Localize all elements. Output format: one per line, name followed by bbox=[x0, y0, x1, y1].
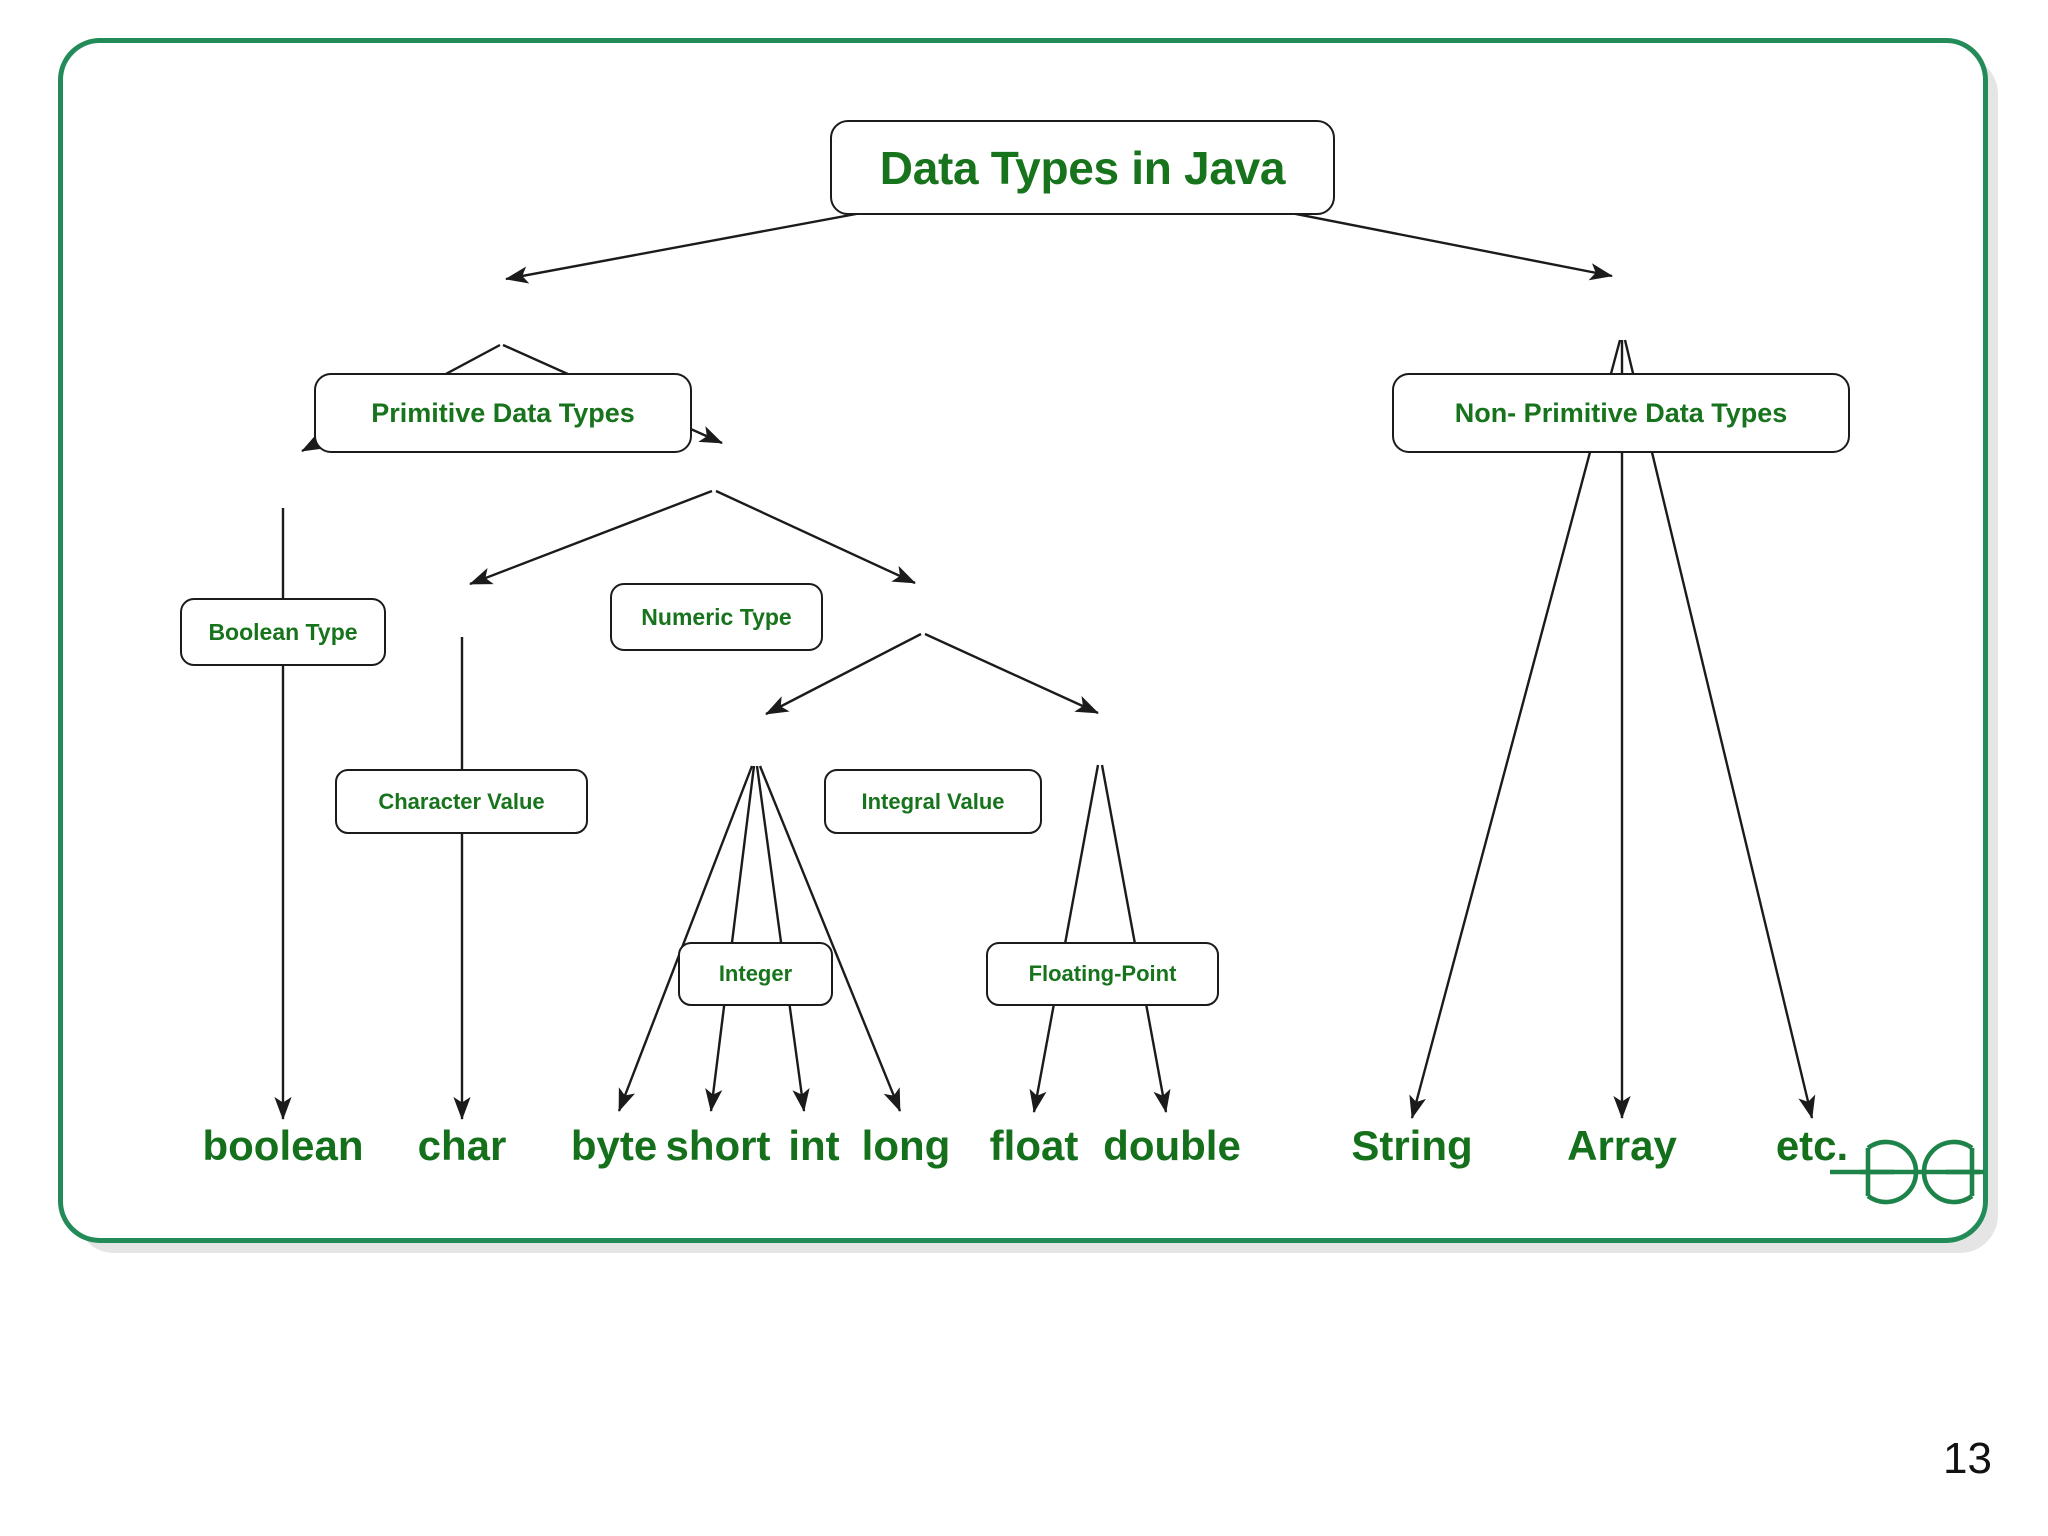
node-numeric-type[interactable]: Numeric Type bbox=[610, 583, 823, 651]
node-integral-value[interactable]: Integral Value bbox=[824, 769, 1042, 834]
node-label: Primitive Data Types bbox=[371, 397, 635, 428]
node-label: Boolean Type bbox=[208, 618, 358, 645]
node-character-value[interactable]: Character Value bbox=[335, 769, 588, 834]
edge-numeric-integral bbox=[715, 489, 916, 585]
edge-nonprimitive-etc bbox=[1623, 339, 1816, 1119]
node-label: Data Types in Java bbox=[879, 141, 1286, 194]
leaf-float: float bbox=[989, 1122, 1079, 1169]
node-non-primitive-data-types[interactable]: Non- Primitive Data Types bbox=[1392, 373, 1850, 453]
edge-integral-integer bbox=[765, 632, 922, 716]
edge-integer-short bbox=[705, 765, 756, 1112]
leaf-boolean: boolean bbox=[202, 1122, 364, 1169]
node-label: Integer bbox=[718, 961, 793, 986]
node-floating-point[interactable]: Floating-Point bbox=[986, 942, 1219, 1006]
node-label: Floating-Point bbox=[1028, 961, 1177, 986]
edge-integer-int bbox=[755, 765, 810, 1112]
edge-integer-long bbox=[758, 765, 902, 1112]
leaf-array: Array bbox=[1567, 1122, 1677, 1169]
page-number: 13 bbox=[1943, 1434, 1992, 1483]
node-label: Integral Value bbox=[861, 788, 1005, 814]
node-boolean-type[interactable]: Boolean Type bbox=[180, 598, 386, 666]
leaf-double: double bbox=[1103, 1122, 1241, 1169]
leaf-long: long bbox=[861, 1122, 951, 1169]
edge-floating-float bbox=[1029, 764, 1100, 1113]
node-label: Numeric Type bbox=[641, 603, 792, 630]
edge-integral-floating bbox=[924, 632, 1099, 715]
geeksforgeeks-logo bbox=[1830, 1139, 1984, 1205]
node-integer[interactable]: Integer bbox=[678, 942, 833, 1006]
node-primitive-data-types[interactable]: Primitive Data Types bbox=[314, 373, 692, 453]
leaf-int: int bbox=[788, 1122, 840, 1169]
node-label: Non- Primitive Data Types bbox=[1454, 397, 1788, 428]
edge-floating-double bbox=[1100, 764, 1171, 1113]
edge-integer-byte bbox=[617, 765, 754, 1112]
data-types-tree-diagram: Data Types in Java Primitive Data Types … bbox=[180, 120, 1984, 1205]
edge-nonprimitive-string bbox=[1409, 339, 1622, 1119]
node-data-types-in-java[interactable]: Data Types in Java bbox=[830, 120, 1335, 215]
leaf-char: char bbox=[417, 1122, 507, 1169]
leaf-etc: etc. bbox=[1775, 1122, 1849, 1169]
leaf-byte: byte bbox=[570, 1122, 658, 1169]
leaf-short: short bbox=[665, 1122, 771, 1169]
edge-numeric-character bbox=[469, 489, 713, 586]
node-label: Character Value bbox=[378, 788, 545, 814]
leaf-string: String bbox=[1351, 1122, 1473, 1169]
